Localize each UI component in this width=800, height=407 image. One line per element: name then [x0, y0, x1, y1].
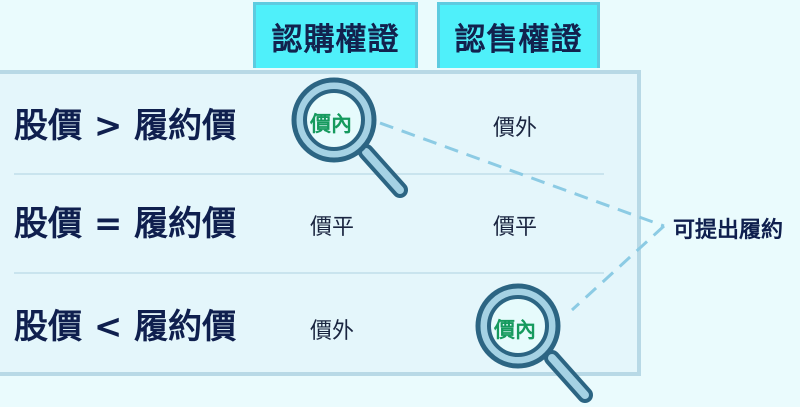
magnifier-icon: [291, 77, 408, 198]
dashed-connector-lines: [379, 121, 666, 312]
row-divider: [14, 272, 604, 274]
cell-put-row3-highlight-text: 價內: [494, 318, 536, 342]
row-label-above-strike: 股價 > 履約價: [14, 106, 237, 146]
magnifier-icon: [475, 283, 593, 403]
cell-put-row2: 價平: [493, 215, 538, 240]
cell-call-row1-highlight-text: 價內: [310, 112, 352, 136]
row-label-at-strike: 股價 = 履約價: [14, 204, 237, 244]
row-divider: [14, 173, 604, 175]
row-label-below-strike: 股價 < 履約價: [14, 307, 237, 347]
column-header-put-warrant: 認售權證: [437, 2, 600, 68]
cell-call-row2: 價平: [310, 215, 355, 240]
result-label-exercisable: 可提出履約: [673, 218, 784, 243]
column-header-call-warrant: 認購權證: [253, 2, 418, 68]
cell-put-row1: 價外: [493, 116, 538, 141]
cell-call-row3: 價外: [310, 319, 355, 344]
